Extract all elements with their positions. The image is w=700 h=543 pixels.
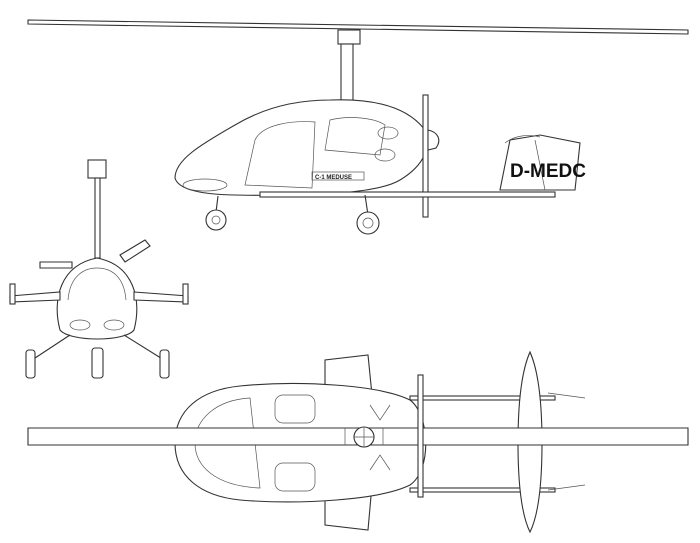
fuselage-lettering-plate: [311, 171, 365, 181]
propeller-blade: [119, 239, 151, 263]
side-view: C-1 MEDUSE D-MEDC: [27, 19, 689, 235]
fuselage-side: [174, 99, 429, 196]
main-wheel-left: [25, 349, 36, 379]
rear-window: [324, 117, 386, 156]
fin-top-view: [547, 392, 586, 491]
propeller-blade: [39, 261, 73, 269]
main-wheel: [356, 211, 380, 235]
stub-wing-left: [9, 291, 61, 303]
rotor-head: [337, 29, 361, 45]
rudder: [534, 139, 546, 191]
main-wheel-hub: [362, 217, 374, 229]
tail-boom-bottom: [409, 487, 556, 493]
intake-top: [369, 404, 391, 471]
seat-window: [274, 394, 316, 424]
nose-wheel: [205, 209, 227, 231]
engine-intake: [377, 126, 399, 140]
tail-boom-side: [259, 191, 556, 198]
canopy-window: [244, 121, 316, 189]
main-gear-right: [123, 334, 165, 361]
hub-cross: [354, 427, 374, 447]
seat-window: [274, 462, 316, 492]
main-rotor-blade-side: [27, 19, 689, 35]
winglet-right: [182, 283, 189, 305]
main-gear-left: [31, 334, 71, 361]
engine-intake: [374, 148, 396, 162]
front-view: [9, 159, 189, 379]
spinner: [427, 129, 440, 151]
fuselage-lettering: C-1 MEDUSE: [315, 175, 352, 181]
vertical-fin: [499, 134, 581, 191]
registration-label: D-MEDC: [510, 161, 586, 182]
top-view: [27, 350, 689, 534]
tail-boom-top: [409, 395, 556, 401]
main-wheel-right: [159, 349, 170, 379]
blade-root-divider: [344, 428, 384, 445]
nose-wheel-hub: [211, 215, 221, 225]
propeller-top: [417, 374, 424, 498]
rotor-mast-front: [94, 177, 101, 259]
nose-wheel-front: [91, 347, 104, 379]
fin-top: [504, 135, 541, 144]
nose-gear-leg: [215, 195, 219, 213]
rotor-head-front: [87, 159, 107, 179]
windshield-front: [67, 267, 127, 301]
fuselage-front: [56, 257, 138, 340]
fairing: [182, 178, 228, 192]
intake-front: [69, 319, 91, 331]
winglet-left: [9, 283, 16, 305]
intake-front: [103, 319, 125, 331]
stub-wing-right: [133, 291, 189, 303]
propeller: [422, 94, 429, 218]
